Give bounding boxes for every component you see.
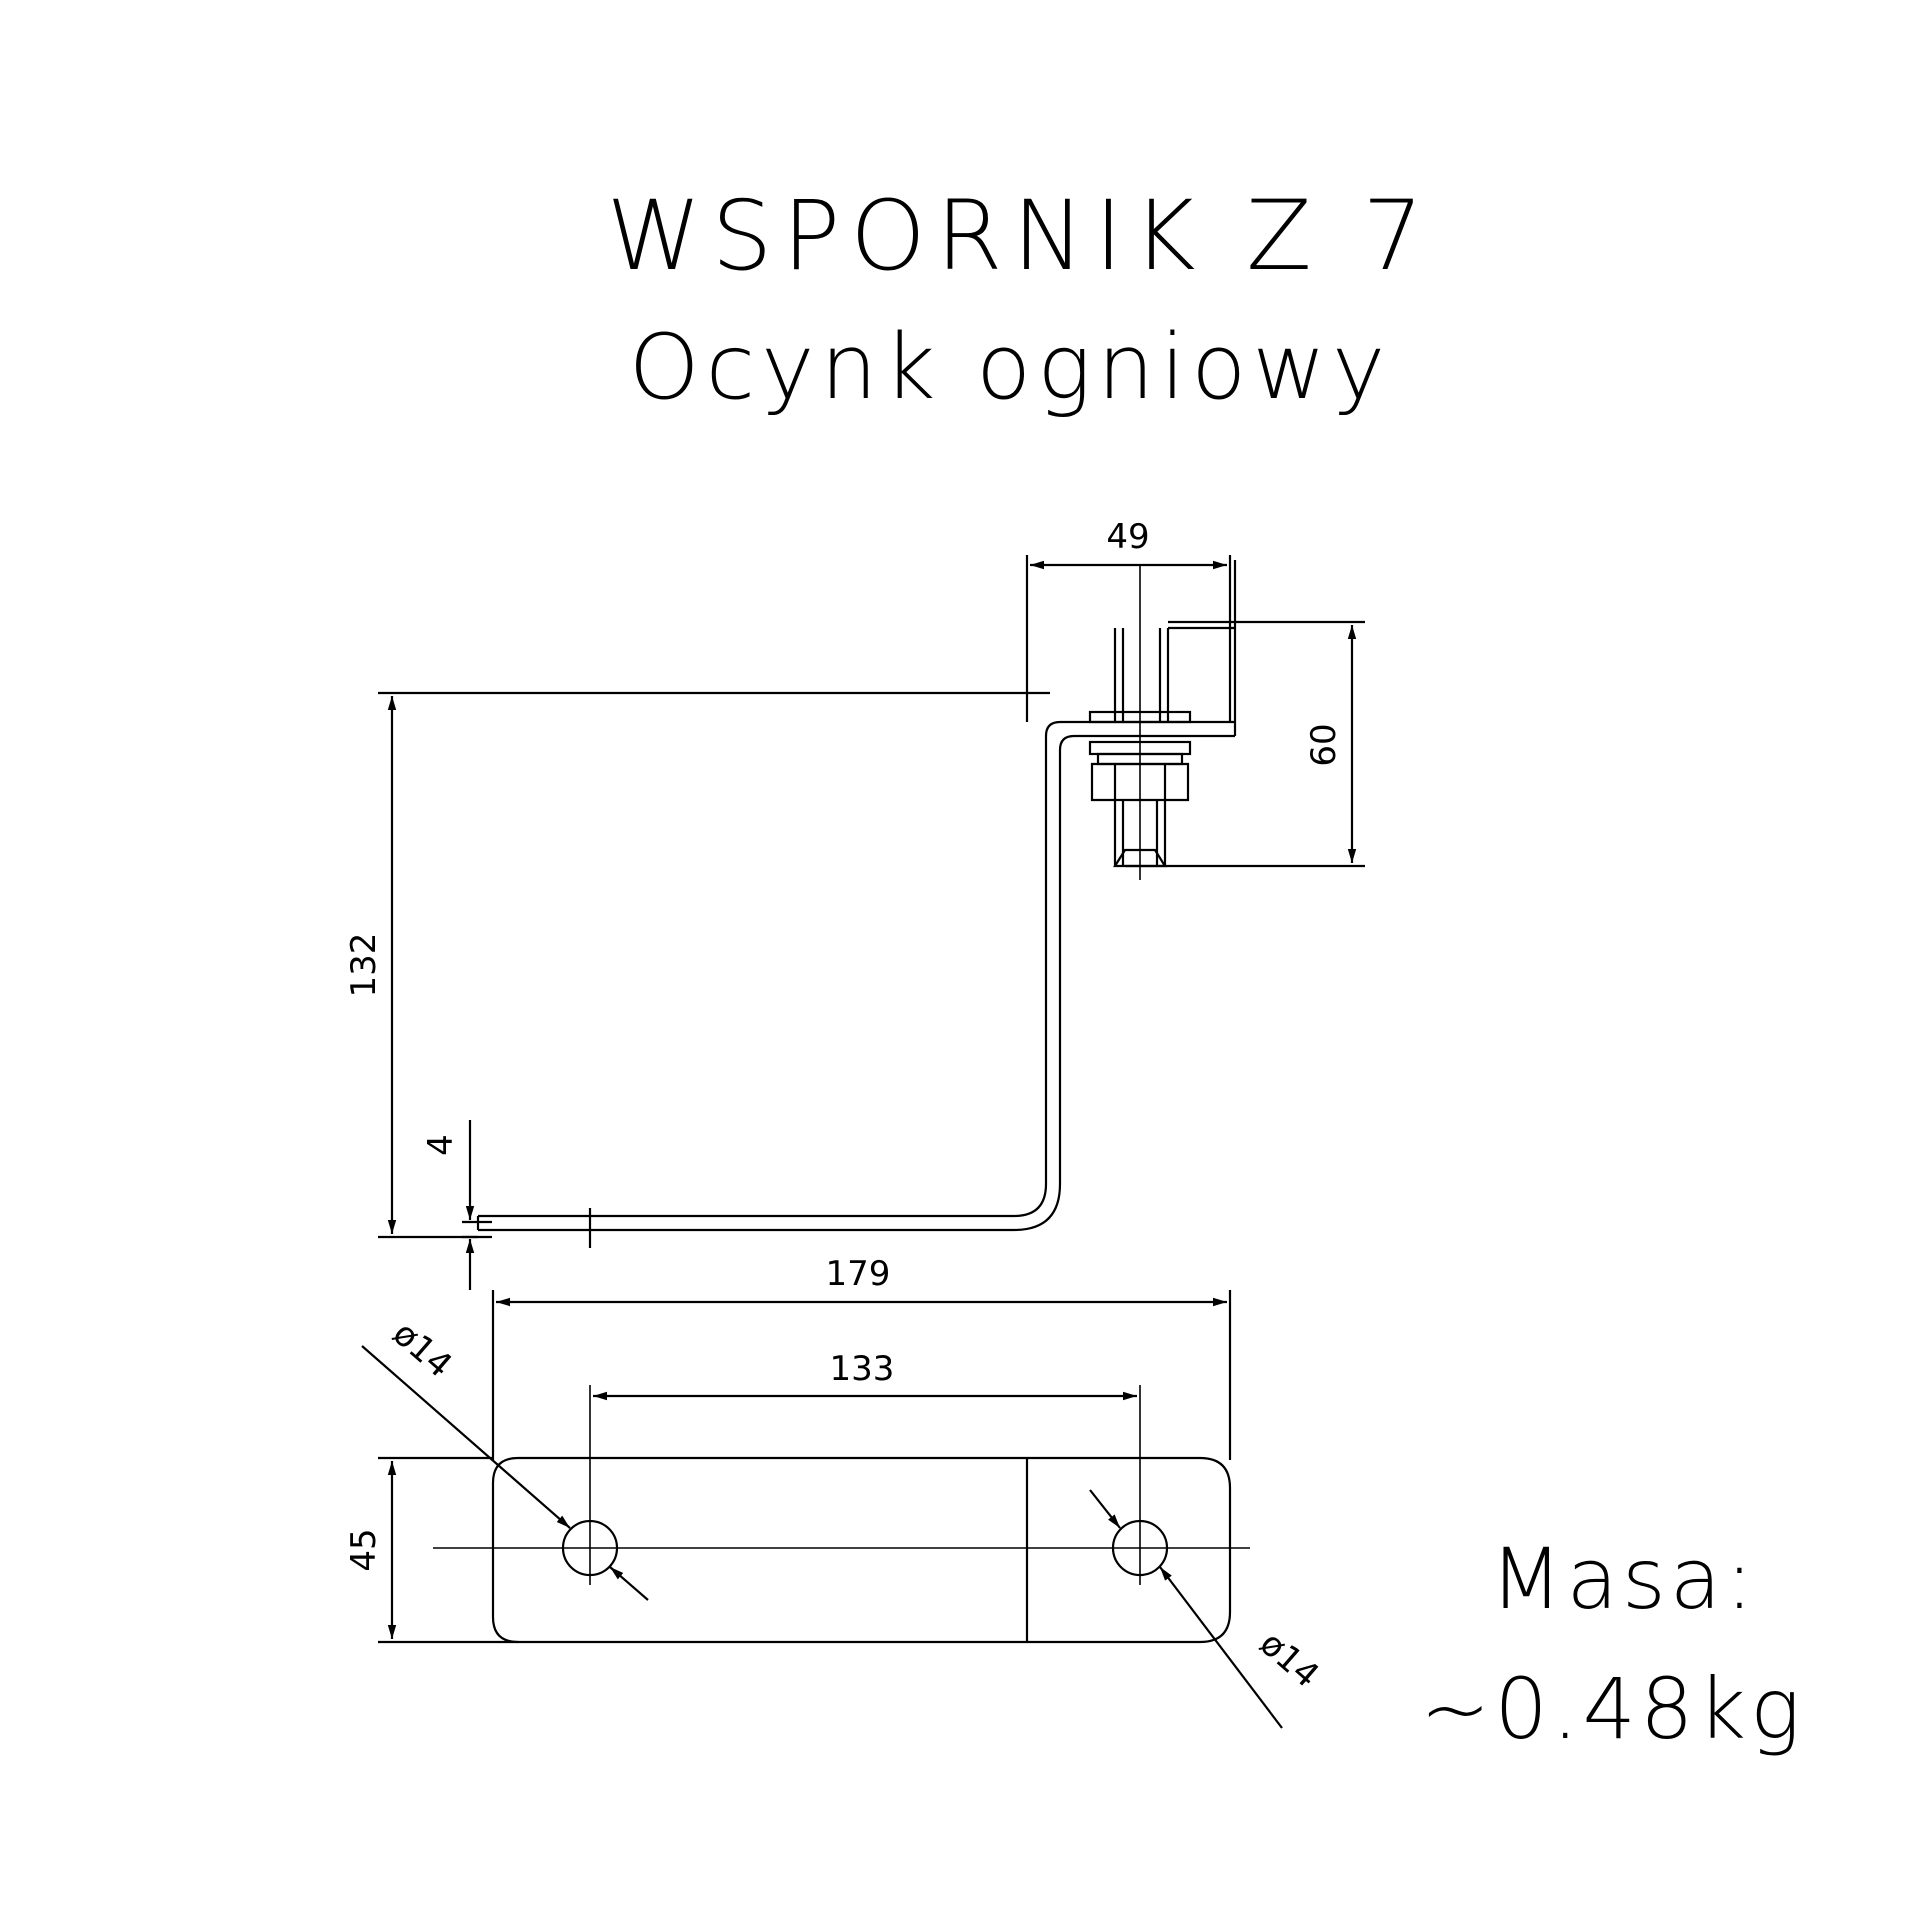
dim-height: [378, 691, 1050, 1239]
dim-top-width-text: 49: [1106, 517, 1149, 557]
dim-width: [378, 1456, 518, 1644]
dim-hole-spacing-text: 133: [830, 1349, 895, 1389]
dim-hole-diameter-left: [361, 1345, 649, 1601]
dim-bolt-height-text: 60: [1304, 723, 1344, 766]
dim-thickness: [462, 1120, 492, 1290]
mass-label: Masa:: [1490, 1530, 1758, 1628]
dim-total-length-text: 179: [826, 1254, 891, 1294]
dim-height-text: 132: [344, 933, 384, 998]
dim-thickness-text: 4: [421, 1134, 461, 1156]
dim-top-width: [1025, 555, 1232, 722]
dim-total-length: [491, 1290, 1232, 1460]
dim-width-text: 45: [344, 1528, 384, 1571]
mass-value: ~0.48kg: [1420, 1660, 1805, 1758]
bracket-top-view: [433, 1385, 1250, 1644]
dim-hole-diameter-right: [1089, 1489, 1283, 1729]
bolt-assembly: [1088, 560, 1237, 868]
bottom-flange-outline: [478, 720, 1088, 1218]
drawing-subtitle: Ocynk ogniowy: [628, 315, 1392, 420]
bottom-flange-inner: [478, 734, 1088, 1232]
dim-hole-diameter-right-text: ø14: [1252, 1624, 1327, 1696]
plate-outline: [491, 1456, 1232, 1644]
drawing-title: WSPORNIK Z 7: [606, 180, 1434, 292]
dim-bolt-height: [1125, 620, 1365, 868]
